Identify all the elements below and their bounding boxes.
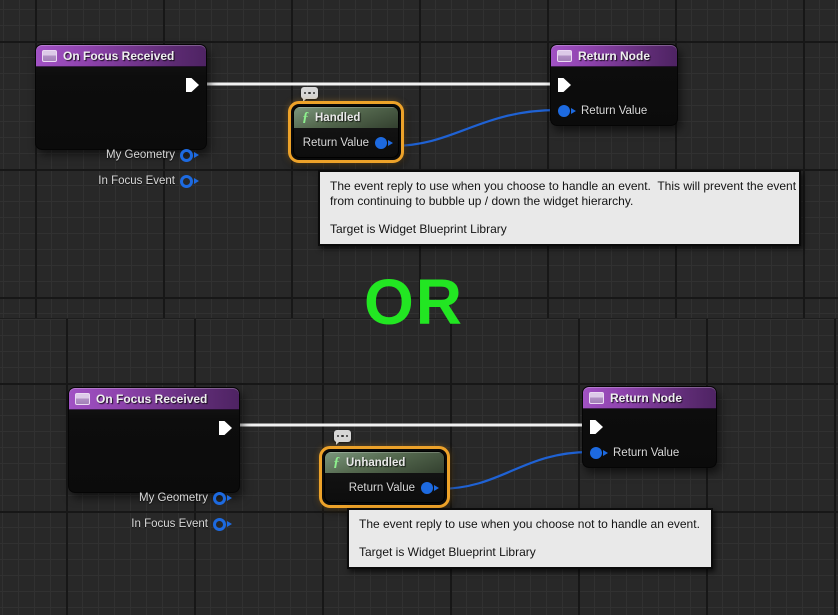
tooltip-unhandled: The event reply to use when you choose n… <box>347 508 713 569</box>
pin-label: In Focus Event <box>131 518 208 530</box>
return-node-header: Return Node <box>583 387 716 409</box>
tooltip-text: The event reply to use when you choose n… <box>359 517 700 531</box>
event-node-title: On Focus Received <box>63 48 175 63</box>
comment-bubble-icon[interactable] <box>301 87 318 102</box>
pin-row-in-focus-event: In Focus Event <box>98 173 199 189</box>
exec-input-pin[interactable] <box>558 78 571 92</box>
return-node-top[interactable]: Return Node Return Value <box>550 44 678 126</box>
return-node-icon <box>589 391 604 404</box>
exec-input-pin[interactable] <box>590 420 603 434</box>
tooltip-handled: The event reply to use when you choose t… <box>318 170 801 246</box>
data-input-pin[interactable] <box>590 447 608 459</box>
pin-label: Return Value <box>613 447 680 459</box>
data-output-pin[interactable] <box>421 481 439 494</box>
pin-label: My Geometry <box>138 492 208 504</box>
or-label: OR <box>364 266 464 338</box>
event-node-icon <box>42 49 57 62</box>
data-output-pin[interactable] <box>180 148 199 162</box>
data-output-pin[interactable] <box>375 136 393 149</box>
return-node-title: Return Node <box>578 48 650 63</box>
pin-row-in-focus-event: In Focus Event <box>131 516 232 532</box>
return-node-bottom[interactable]: Return Node Return Value <box>582 386 717 468</box>
exec-output-pin[interactable] <box>219 421 232 435</box>
tooltip-target-text: Target is Widget Blueprint Library <box>330 222 507 236</box>
function-node-header: ƒ Handled <box>294 107 398 128</box>
pin-label: In Focus Event <box>98 175 175 187</box>
event-node-on-focus-received-top[interactable]: On Focus Received My Geometry In Focus E… <box>35 44 207 188</box>
function-node-title: Unhandled <box>346 456 406 469</box>
data-output-pin[interactable] <box>180 174 199 188</box>
pin-label: Return Value <box>302 136 369 149</box>
pin-label: Return Value <box>348 481 415 494</box>
event-node-header: On Focus Received <box>69 388 239 410</box>
pin-row-return-value: Return Value <box>558 103 647 119</box>
pin-row-return-value: Return Value <box>325 473 444 502</box>
pin-row-my-geometry: My Geometry <box>106 147 199 163</box>
return-node-header: Return Node <box>551 45 677 67</box>
event-node-title: On Focus Received <box>96 391 208 406</box>
return-node-icon <box>557 49 572 62</box>
tooltip-text: The event reply to use when you choose t… <box>330 179 797 193</box>
comment-bubble-icon[interactable] <box>334 430 351 445</box>
data-output-pin[interactable] <box>213 491 232 505</box>
function-node-unhandled[interactable]: ƒ Unhandled Return Value <box>319 446 450 508</box>
function-node-header: ƒ Unhandled <box>325 452 444 473</box>
data-input-pin[interactable] <box>558 105 576 117</box>
pin-label: Return Value <box>581 105 648 117</box>
pin-row-my-geometry: My Geometry <box>139 490 232 506</box>
pin-label: My Geometry <box>105 149 175 161</box>
function-node-title: Handled <box>315 111 361 124</box>
event-node-header: On Focus Received <box>36 45 206 67</box>
tooltip-target-text: Target is Widget Blueprint Library <box>359 545 536 559</box>
function-node-handled[interactable]: ƒ Handled Return Value <box>288 101 404 163</box>
data-output-pin[interactable] <box>213 517 232 531</box>
event-node-on-focus-received-bottom[interactable]: On Focus Received My Geometry In Focus E… <box>68 387 240 531</box>
tooltip-text: from continuing to bubble up / down the … <box>330 194 634 208</box>
exec-output-pin[interactable] <box>186 78 199 92</box>
event-node-icon <box>75 392 90 405</box>
pin-row-return-value: Return Value <box>590 445 679 461</box>
return-node-title: Return Node <box>610 390 682 405</box>
function-f-icon: ƒ <box>302 109 309 125</box>
pin-row-return-value: Return Value <box>294 128 398 157</box>
function-f-icon: ƒ <box>333 454 340 470</box>
